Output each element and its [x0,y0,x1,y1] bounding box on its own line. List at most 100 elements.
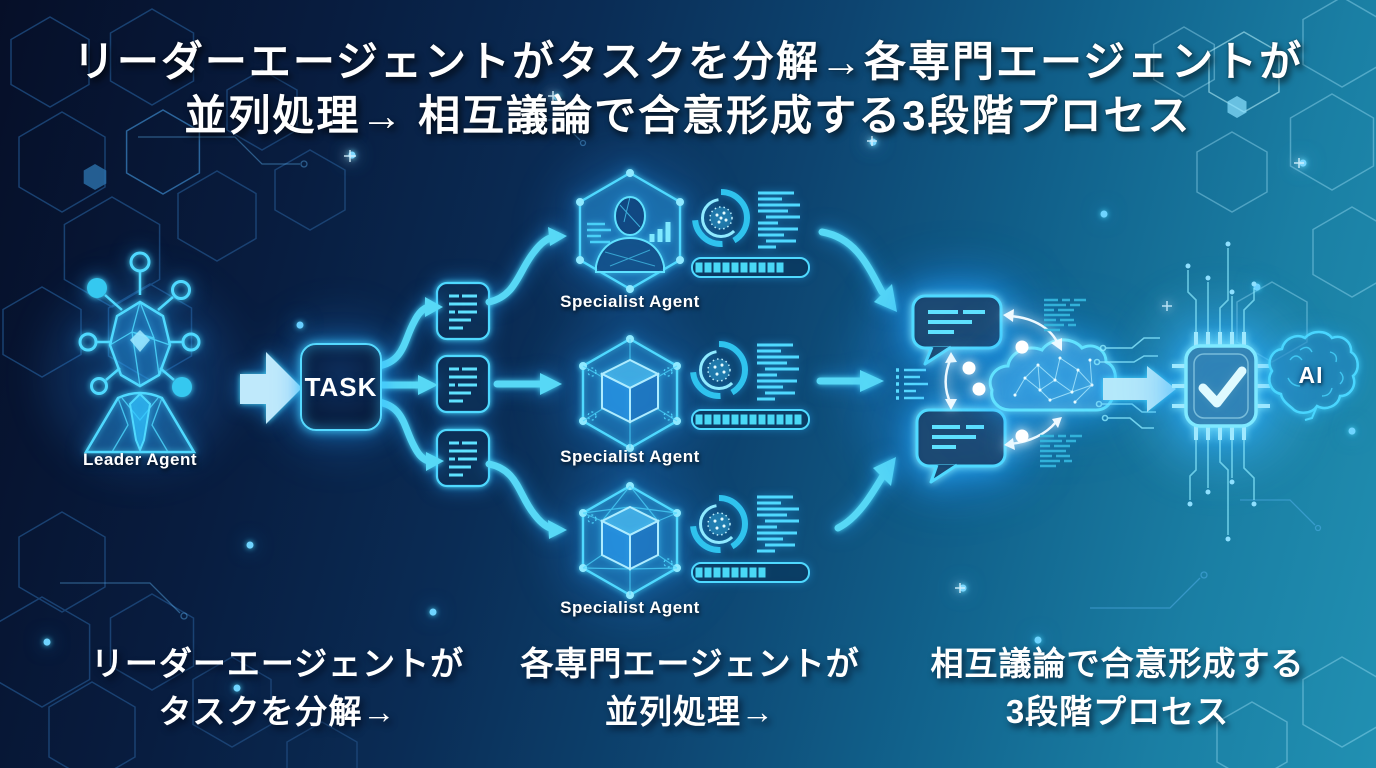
arrowhead [1004,438,1015,450]
leader-face-glint [130,330,150,352]
caption-step-3: 相互議論で合意形成する 3段階プロセス [890,640,1345,736]
cube-right [629,372,659,424]
data-block-top [1044,298,1086,332]
sparkle-decor [344,91,1304,593]
arrowhead [873,457,896,486]
bullet-list-lines [904,368,928,400]
ai-brain-label: AI [1298,362,1324,388]
card-arrow-top [485,234,554,306]
progress-bar-fill [695,414,802,425]
arrowhead [945,399,957,410]
caption-step-1: リーダーエージェントが タスクを分解→ [70,640,485,736]
text-lines-decor [449,294,477,330]
circuit-traces-left [1093,337,1160,429]
chat-bubble-icon [915,408,1007,484]
leader-node [171,280,191,300]
discussion-node-dots [962,340,1029,443]
card-arrow-bottom [485,460,554,532]
analyst-mesh [604,249,656,267]
progress-ring-inner-arc [699,350,739,390]
exchange-arc-bottom [1009,421,1057,446]
progress-ring-icon [690,495,748,553]
task-node: TASK [300,343,382,431]
chip-pins [1172,332,1270,440]
link-node [663,411,673,421]
hud-panel-top [691,189,810,278]
progress-ring-inner-arc [699,504,739,544]
caption-step-1-line-1: リーダーエージェントが [90,645,465,682]
link-node [587,411,597,421]
arrowhead [548,227,567,246]
ring-core [707,358,731,382]
hud-panel-middle [690,341,810,430]
leader-node-filled [172,377,192,397]
ring-core-dots [713,517,726,530]
arrowhead [1052,417,1062,428]
converge-arrows [816,228,897,532]
chip-body [1184,344,1258,428]
chip-inner-frame [1193,353,1249,419]
arrowhead [1051,338,1062,351]
card-to-agent-arrows [485,227,567,539]
arrowhead [1003,309,1014,322]
progress-ring-inner-arc [701,198,741,238]
cloud-mesh-nodes [1013,356,1094,404]
specialist-agent-label-middle: Specialist Agent [560,447,700,466]
branch-arrows [374,297,444,471]
leader-node [78,332,98,352]
specialist-cube-icon [579,482,681,600]
chat-bubble-icon [911,294,1003,366]
specialist-agent-label-top: Specialist Agent [560,292,700,311]
link-node [663,558,673,568]
progress-bar-fill [695,567,766,578]
brain-stem [1304,405,1318,421]
specialist-agent-label-bottom: Specialist Agent [560,598,700,617]
text-lines-decor [932,425,984,449]
text-lines-decor [757,495,799,553]
progress-ring-icon [692,189,750,247]
main-title-line-1: リーダーエージェントがタスクを分解→各専門エージェントが [72,38,1304,85]
bar-chart-icon [649,222,671,242]
main-title-line-2: 並列処理→ 相互議論で合意形成する3段階プロセス [184,92,1192,139]
hexagon-mesh-links [582,485,678,595]
task-label: TASK [304,371,378,402]
hex-pattern-left [0,8,358,768]
hexagon-inner-links [582,339,678,448]
hexagon-vertex-dots [576,169,684,294]
leader-node-filled [87,278,107,298]
branch-arrow-bottom [374,398,432,465]
leader-node [129,251,151,273]
output-section [1093,241,1359,542]
bullet-list-decor [896,368,899,400]
link-node [587,367,597,377]
cloud-network-icon [988,338,1117,412]
text-lines-decor [758,191,800,249]
caption-step-2-line-1: 各専門エージェントが [520,645,860,682]
leader-head-facets [109,301,171,387]
brain-outline [1268,330,1359,414]
arrowhead [418,375,438,395]
leader-agent-label: Leader Agent [82,450,197,469]
ring-core [707,512,731,536]
hex-pattern-right [1152,0,1376,768]
circuit-lines-background [60,119,1322,620]
caption-step-1-line-2: タスクを分解→ [158,693,397,730]
arrowhead [540,373,562,395]
checkmark-icon [1198,366,1247,408]
brain-folds [1287,346,1344,397]
converge-arrow-top [818,228,886,296]
text-lines-decor [928,310,985,334]
caption-step-2-line-2: 並列処理→ [605,693,775,730]
branch-arrow-top [374,303,432,370]
flow-arrow-leader-to-task [240,352,302,424]
arrowhead [425,297,443,317]
text-lines-decor [587,222,611,244]
link-node [587,514,597,524]
exchange-arc-top [1009,314,1060,345]
text-lines-decor [449,367,477,403]
data-block-bottom [1040,434,1082,468]
arrowhead [945,352,957,363]
link-node [663,367,673,377]
progress-bar-fill [695,262,784,273]
